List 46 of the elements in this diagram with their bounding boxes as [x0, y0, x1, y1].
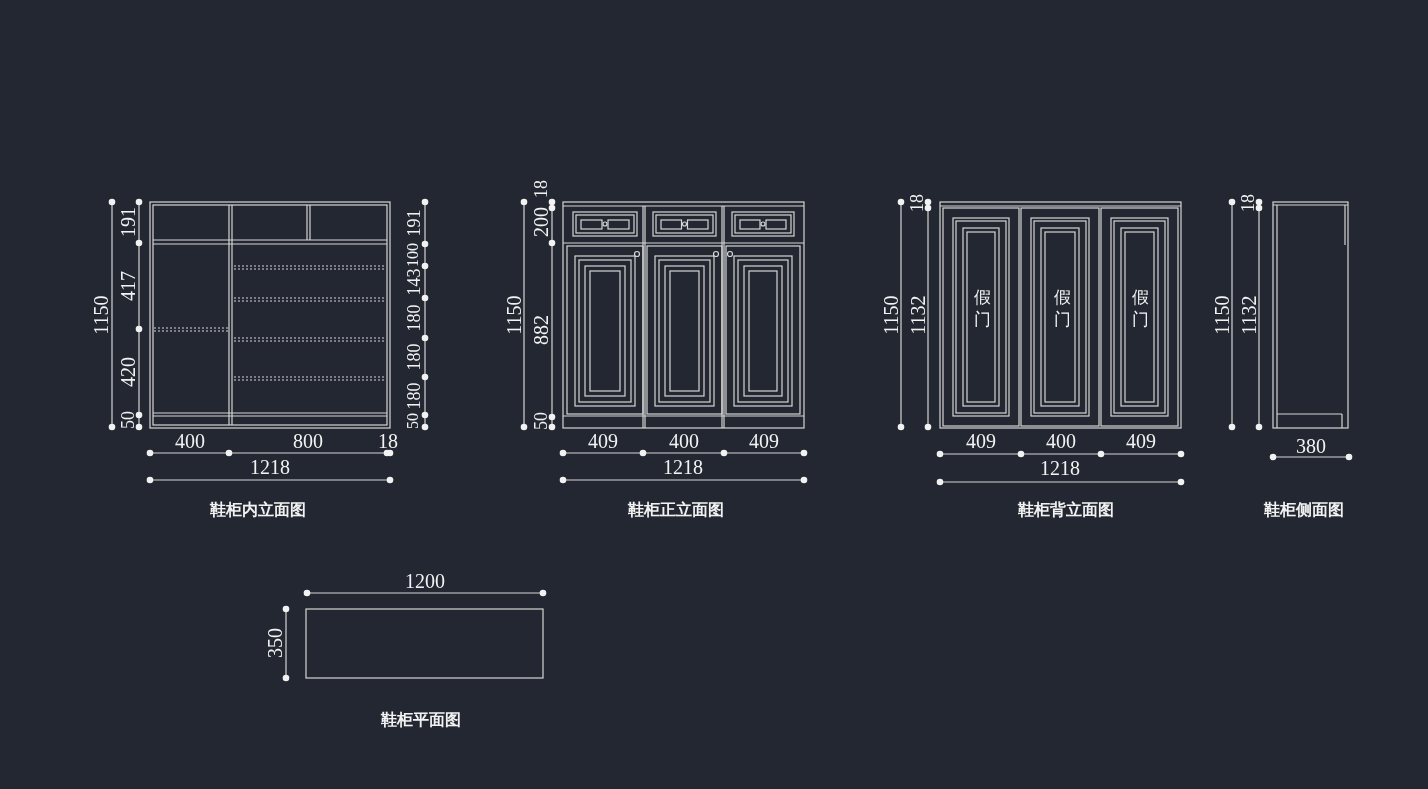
view-title: 鞋柜平面图 — [381, 712, 461, 728]
dimension-text: 800 — [293, 431, 323, 451]
dimension-text: 1150 — [1211, 295, 1232, 335]
dimension-text: 400 — [175, 431, 205, 451]
dimension-text: 1200 — [405, 571, 445, 591]
dimension-text: 50 — [532, 412, 550, 430]
door-label: 假门 — [973, 286, 991, 331]
dimension-text: 191 — [118, 207, 138, 237]
dimension-text: 1132 — [1238, 295, 1259, 335]
dimension-text: 18 — [378, 431, 398, 451]
dimension-text: 380 — [1296, 436, 1326, 456]
dimension-text: 420 — [118, 357, 138, 387]
dimension-text: 1218 — [250, 457, 290, 477]
dimension-text: 1150 — [503, 295, 524, 335]
dimension-text: 191 — [404, 209, 422, 237]
dimension-text: 100 — [405, 243, 421, 267]
view-title: 鞋柜正立面图 — [628, 502, 724, 518]
dimension-text: 143 — [404, 268, 422, 296]
dimension-text: 417 — [118, 271, 138, 301]
dimension-text: 350 — [265, 628, 285, 658]
dimension-text: 180 — [404, 382, 422, 410]
dimension-text: 180 — [404, 304, 422, 332]
dimension-text: 1150 — [880, 295, 901, 335]
dimension-text: 1218 — [1040, 458, 1080, 478]
dimension-text: 409 — [749, 431, 779, 451]
dimension-text: 50 — [119, 411, 137, 429]
dimension-text: 400 — [1046, 431, 1076, 451]
view-title: 鞋柜内立面图 — [210, 502, 306, 518]
dimension-text: 200 — [531, 207, 551, 237]
dimension-text: 18 — [908, 194, 926, 212]
dimension-text: 50 — [405, 413, 421, 429]
dimension-text: 18 — [532, 180, 550, 198]
door-label: 假门 — [1131, 286, 1149, 331]
dimension-text: 1132 — [907, 295, 928, 335]
dimension-text: 180 — [404, 343, 422, 371]
dimension-text: 1150 — [90, 295, 111, 335]
dimension-text: 409 — [588, 431, 618, 451]
door-label: 假门 — [1053, 286, 1071, 331]
dimension-text: 409 — [966, 431, 996, 451]
view-title: 鞋柜背立面图 — [1018, 502, 1114, 518]
dimension-text: 400 — [669, 431, 699, 451]
dimension-text: 882 — [531, 315, 551, 345]
view-title: 鞋柜侧面图 — [1264, 502, 1344, 518]
dimension-text: 409 — [1126, 431, 1156, 451]
dimension-text: 1218 — [663, 457, 703, 477]
dimension-text: 18 — [1239, 194, 1257, 212]
